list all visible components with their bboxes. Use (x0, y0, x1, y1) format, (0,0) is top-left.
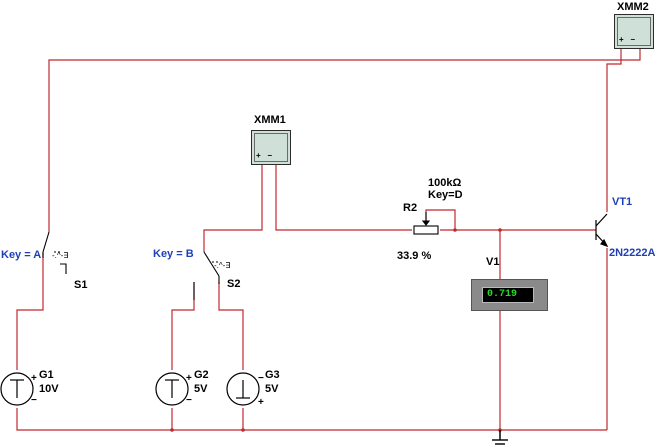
source-g3-symbol[interactable] (226, 372, 260, 406)
switch-s1-key-glyph: -.^-∃ (52, 251, 69, 260)
wire-top-rail[interactable] (48, 48, 641, 232)
source-g3-neg: + (258, 397, 264, 408)
xmm2-terminals: + − (619, 35, 636, 44)
potentiometer-r2-symbol[interactable] (413, 212, 439, 235)
source-g2-name: G2 (194, 369, 209, 381)
junction-dot (241, 428, 245, 432)
wire-xmm1-base[interactable] (275, 160, 412, 231)
source-g2-symbol[interactable] (155, 372, 189, 406)
junction-dot (498, 228, 502, 232)
source-g3-name: G3 (265, 369, 280, 381)
source-g1-name: G1 (39, 369, 54, 381)
switch-s2-symbol[interactable] (193, 251, 220, 300)
wire-bottom-rail[interactable] (16, 408, 607, 431)
xmm1-label: XMM1 (254, 114, 286, 126)
xmm1-multimeter[interactable] (251, 130, 291, 165)
xmm1-face (254, 133, 288, 162)
switch-s2-key-glyph: -.^-∃ (214, 261, 231, 270)
xmm2-multimeter[interactable] (614, 14, 654, 49)
wire-s1-lower[interactable] (16, 252, 44, 370)
switch-s1-symbol[interactable] (42, 231, 67, 274)
wires (16, 48, 641, 438)
junction-dot (453, 228, 457, 232)
switch-s2-name: S2 (227, 278, 241, 290)
switch-s1-key-label: Key = A (1, 249, 42, 261)
source-g1-pos: + (31, 373, 37, 384)
source-g2-value: 5V (194, 383, 208, 395)
transistor-vt1-symbol[interactable] (595, 213, 609, 248)
wire-s2-xmm1[interactable] (203, 160, 263, 252)
switch-s2-key-label: Key = B (153, 248, 194, 260)
xmm2-face (617, 17, 651, 46)
junction-dot (170, 428, 174, 432)
source-g2-pos: + (186, 373, 192, 384)
source-g1-neg: − (31, 395, 37, 406)
potentiometer-name: R2 (403, 202, 418, 214)
source-g2-neg: − (186, 395, 192, 406)
voltmeter-v1[interactable]: 0.719 (471, 279, 548, 311)
voltmeter-name: V1 (486, 256, 500, 268)
wire-xmm2-collector[interactable] (606, 48, 622, 212)
potentiometer-key: Key=D (428, 189, 463, 201)
source-g1-value: 10V (39, 383, 59, 395)
transistor-model: 2N2222A (609, 247, 656, 259)
source-g3-pos: − (258, 373, 264, 384)
transistor-name: VT1 (612, 196, 633, 208)
potentiometer-setting: 33.9 % (397, 250, 432, 262)
xmm1-terminals: + − (256, 151, 273, 160)
voltmeter-reading: 0.719 (482, 287, 534, 303)
xmm2-label: XMM2 (617, 1, 649, 13)
wire-g3-s2[interactable] (218, 282, 244, 370)
junctions (170, 228, 502, 432)
potentiometer-value: 100kΩ (428, 177, 462, 189)
switch-s1-name: S1 (74, 279, 88, 291)
wire-g2-s2[interactable] (171, 282, 195, 370)
source-g1-symbol[interactable] (0, 372, 34, 406)
ground-symbol[interactable] (492, 430, 508, 445)
source-g3-value: 5V (265, 383, 279, 395)
